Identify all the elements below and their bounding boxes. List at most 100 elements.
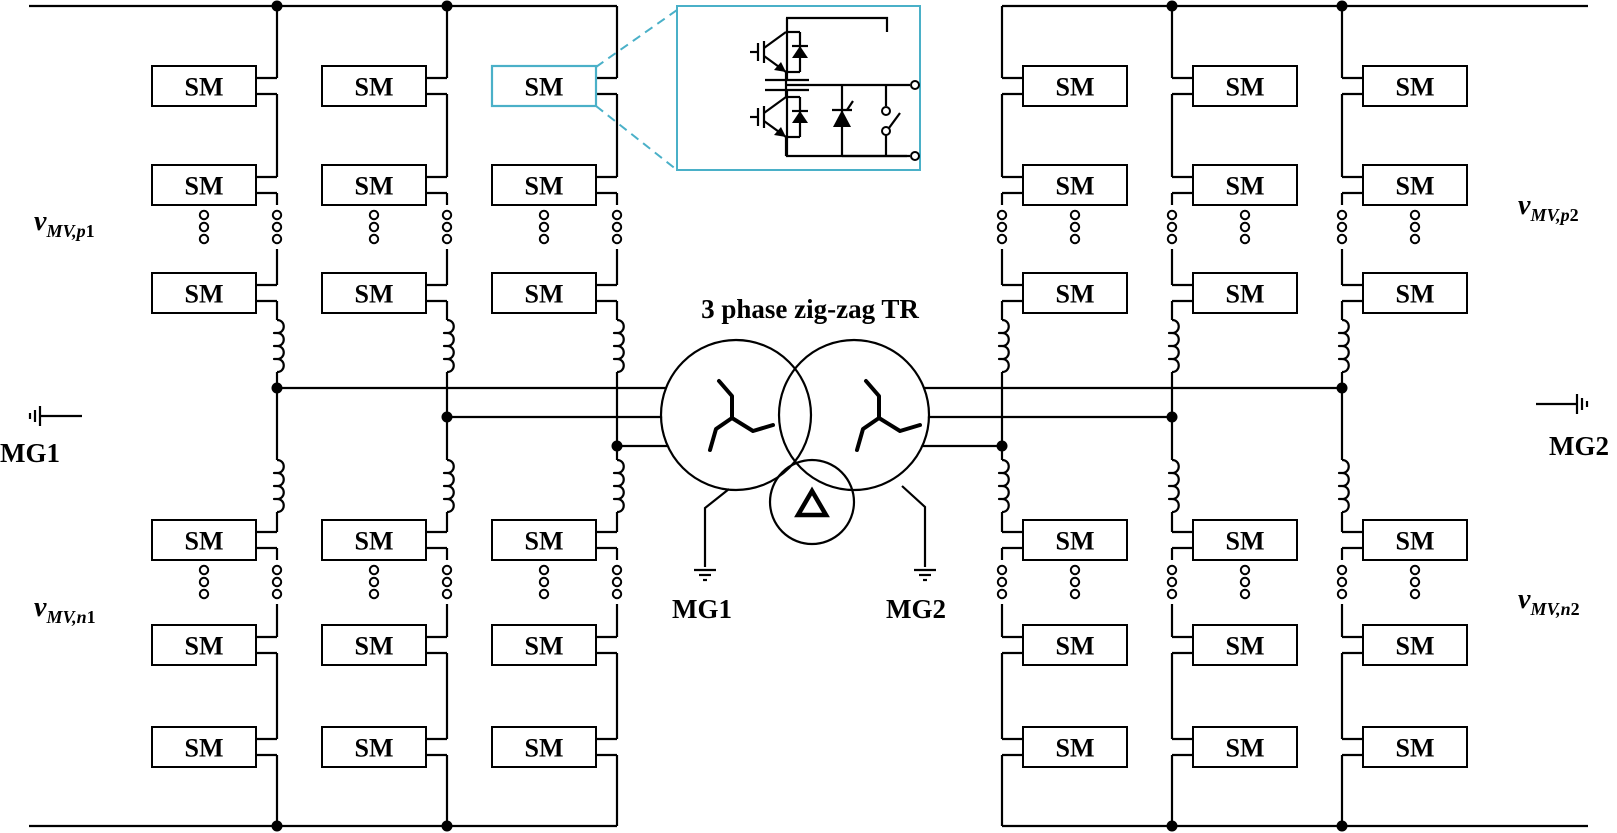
submodule-box[interactable] <box>1022 164 1128 206</box>
submodule[interactable]: SM <box>1192 272 1298 314</box>
submodule[interactable]: SM <box>491 272 597 314</box>
ellipsis-dot <box>538 209 550 221</box>
ellipsis-dot <box>1239 576 1251 588</box>
submodule[interactable]: SM <box>151 726 257 768</box>
submodule[interactable]: SM <box>1022 624 1128 666</box>
submodule[interactable]: SM <box>1022 726 1128 768</box>
submodule-box[interactable] <box>1192 519 1298 561</box>
submodule[interactable]: SM <box>151 164 257 206</box>
submodule[interactable]: SM <box>1362 65 1468 107</box>
submodule[interactable]: SM <box>1022 65 1128 107</box>
submodule-label: SM <box>525 172 564 201</box>
submodule-box[interactable] <box>490 64 598 108</box>
submodule-box[interactable] <box>1362 65 1468 107</box>
submodule-box[interactable] <box>1022 65 1128 107</box>
submodule-box[interactable] <box>491 624 597 666</box>
submodule-box[interactable] <box>1022 519 1128 561</box>
submodule-box[interactable] <box>1022 272 1128 314</box>
ellipsis-dot <box>271 209 283 221</box>
ellipsis-dot <box>996 221 1008 233</box>
submodule[interactable]: SM <box>1192 726 1298 768</box>
submodule-box[interactable] <box>151 726 257 768</box>
submodule[interactable]: SM <box>491 164 597 206</box>
submodule[interactable]: SM <box>490 64 598 108</box>
submodule[interactable]: SM <box>1022 272 1128 314</box>
submodule[interactable]: SM <box>1362 726 1468 768</box>
ellipsis-dot <box>1409 564 1421 576</box>
ellipsis-dot <box>1069 221 1081 233</box>
submodule[interactable]: SM <box>1192 164 1298 206</box>
submodule-box[interactable] <box>1192 164 1298 206</box>
submodule-box[interactable] <box>491 726 597 768</box>
ellipsis-dot <box>1069 209 1081 221</box>
submodule-box[interactable] <box>151 519 257 561</box>
submodule-box[interactable] <box>491 164 597 206</box>
submodule-box[interactable] <box>1362 726 1468 768</box>
submodule-box[interactable] <box>321 519 427 561</box>
submodule[interactable]: SM <box>491 624 597 666</box>
left-upper-voltage-label: vMV,p1 <box>34 206 95 241</box>
submodule-box[interactable] <box>1362 164 1468 206</box>
thyristor-icon <box>832 85 854 156</box>
ellipsis-dot <box>441 576 453 588</box>
submodule-box[interactable] <box>491 272 597 314</box>
submodule-box[interactable] <box>321 164 427 206</box>
submodule[interactable]: SM <box>151 272 257 314</box>
ellipsis-dot <box>1336 588 1348 600</box>
submodule[interactable]: SM <box>321 272 427 314</box>
ellipsis-dot <box>611 588 623 600</box>
submodule[interactable]: SM <box>321 65 427 107</box>
submodule[interactable]: SM <box>1022 519 1128 561</box>
submodule-box[interactable] <box>1022 726 1128 768</box>
ellipsis-dot <box>611 233 623 245</box>
submodule-label: SM <box>355 632 394 661</box>
submodule-box[interactable] <box>151 272 257 314</box>
ellipsis-dot <box>1166 564 1178 576</box>
ellipsis-dot <box>1409 209 1421 221</box>
submodule-box[interactable] <box>151 164 257 206</box>
submodule-box[interactable] <box>1362 624 1468 666</box>
submodule-box[interactable] <box>151 624 257 666</box>
ellipsis-dot <box>271 233 283 245</box>
submodule[interactable]: SM <box>321 519 427 561</box>
submodule-box[interactable] <box>1192 65 1298 107</box>
submodule[interactable]: SM <box>1192 519 1298 561</box>
submodule[interactable]: SM <box>321 624 427 666</box>
ellipsis-dot <box>996 564 1008 576</box>
junction-dot <box>441 411 453 423</box>
delta-winding-icon <box>794 486 830 518</box>
ellipsis-dot <box>1336 209 1348 221</box>
submodule[interactable]: SM <box>1192 65 1298 107</box>
submodule-box[interactable] <box>321 624 427 666</box>
submodule[interactable]: SM <box>151 624 257 666</box>
submodule[interactable]: SM <box>1362 164 1468 206</box>
submodule-box[interactable] <box>1362 272 1468 314</box>
submodule-box[interactable] <box>321 726 427 768</box>
submodule[interactable]: SM <box>491 726 597 768</box>
submodule-box[interactable] <box>1022 624 1128 666</box>
arm-inductor-icon <box>1337 458 1350 514</box>
submodule-box[interactable] <box>1362 519 1468 561</box>
submodule[interactable]: SM <box>321 164 427 206</box>
submodule-box[interactable] <box>1192 272 1298 314</box>
ellipsis-dot <box>611 221 623 233</box>
submodule[interactable]: SM <box>491 519 597 561</box>
submodule-box[interactable] <box>321 272 427 314</box>
submodule[interactable]: SM <box>151 519 257 561</box>
submodule[interactable]: SM <box>321 726 427 768</box>
submodule[interactable]: SM <box>151 65 257 107</box>
submodule-label: SM <box>1056 632 1095 661</box>
submodule[interactable]: SM <box>1022 164 1128 206</box>
submodule[interactable]: SM <box>1362 624 1468 666</box>
submodule[interactable]: SM <box>1192 624 1298 666</box>
submodule-box[interactable] <box>151 65 257 107</box>
ellipsis-dot <box>441 233 453 245</box>
ellipsis-dot <box>368 588 380 600</box>
submodule[interactable]: SM <box>1362 272 1468 314</box>
submodule-box[interactable] <box>321 65 427 107</box>
submodule-box[interactable] <box>1192 726 1298 768</box>
submodule-box[interactable] <box>491 519 597 561</box>
submodule-box[interactable] <box>1192 624 1298 666</box>
submodule[interactable]: SM <box>1362 519 1468 561</box>
ellipsis-dot <box>1336 233 1348 245</box>
